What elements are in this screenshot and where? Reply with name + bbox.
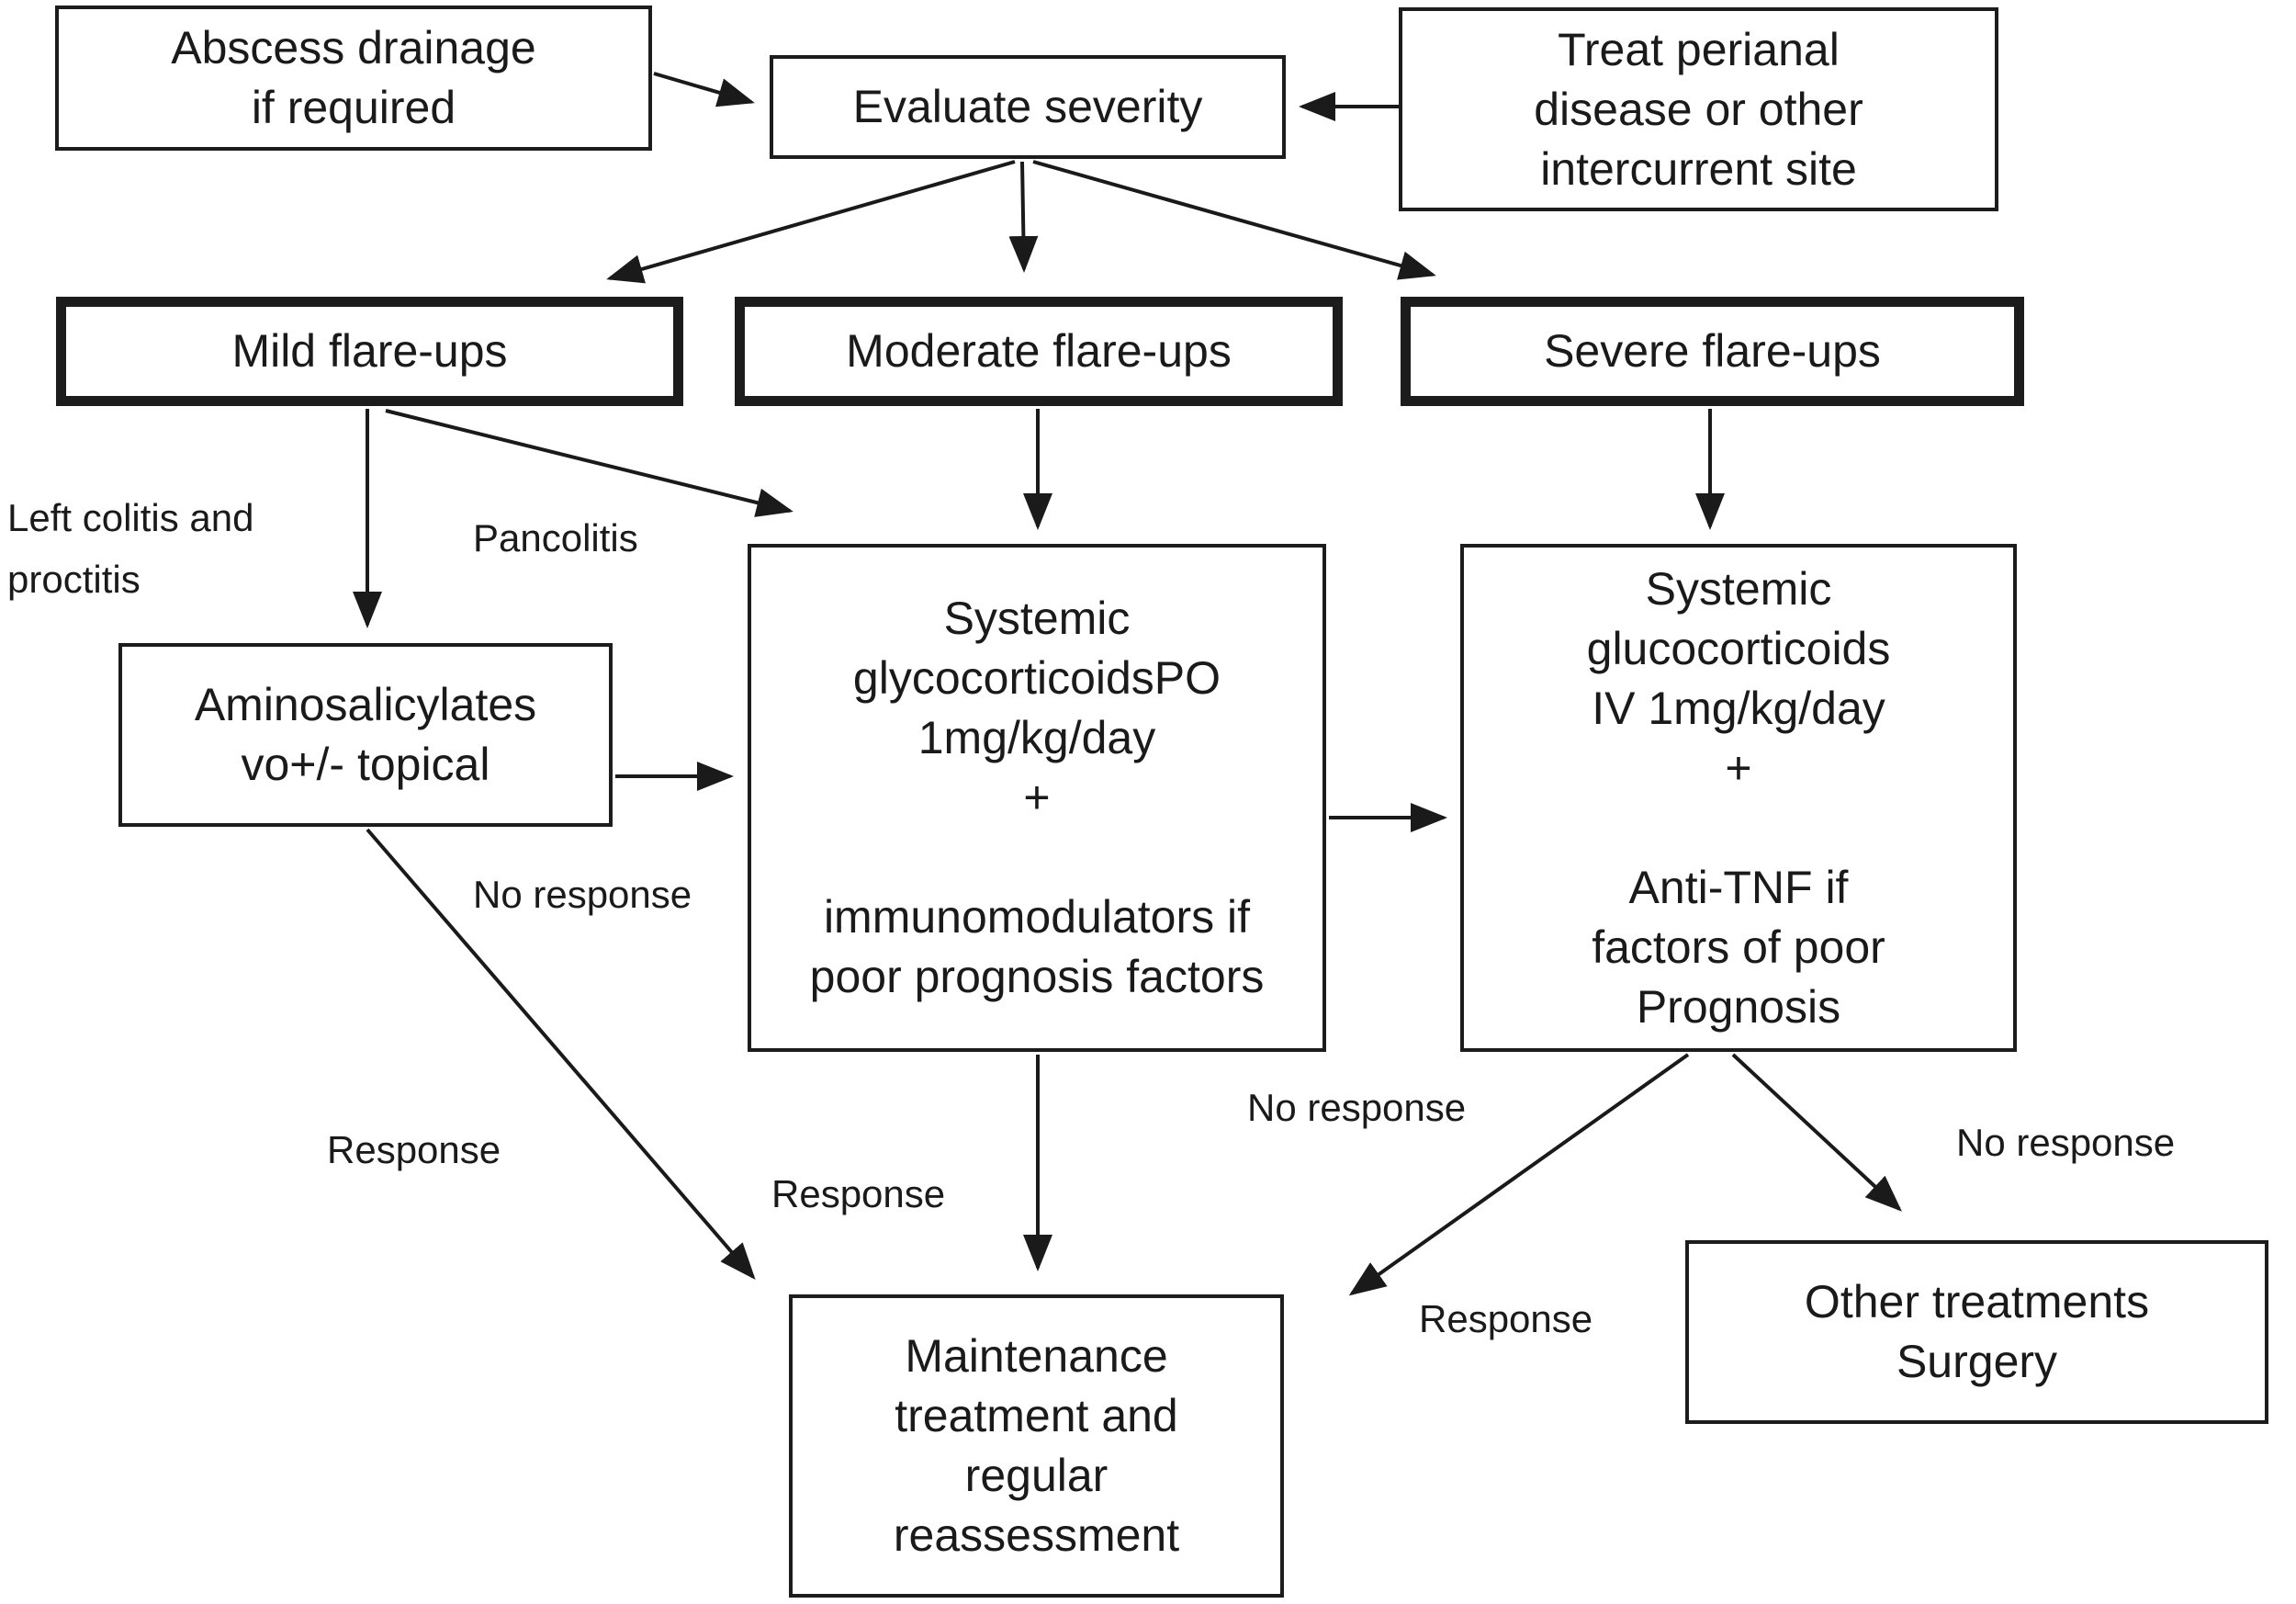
node-severe-flare-ups-label: Severe flare-ups (1544, 325, 1881, 377)
arrow-iv-to-other (1731, 1053, 1902, 1212)
node-systemic-glucocorticoids-po-label: Systemic glycocorticoidsPO 1mg/kg/day + … (809, 593, 1265, 1002)
arrow-evaluate-to-moderate (1008, 161, 1039, 273)
arrow-abscess-to-evaluate (653, 72, 755, 107)
node-maintenance-label: Maintenance treatment and regular reasse… (893, 1330, 1180, 1561)
label-pancolitis: Pancolitis (473, 516, 638, 559)
node-evaluate-severity: Evaluate severity (770, 55, 1286, 159)
arrow-mild-pancolitis-to-po (385, 409, 793, 517)
label-response-mild: Response (327, 1128, 501, 1171)
node-abscess-drainage-label: Abscess drainage if required (171, 22, 536, 133)
arrow-evaluate-to-mild (606, 160, 1016, 284)
node-systemic-glucocorticoids-iv-label: Systemic glucocorticoids IV 1mg/kg/day +… (1586, 562, 1891, 1033)
node-systemic-glucocorticoids-iv: Systemic glucocorticoids IV 1mg/kg/day +… (1460, 544, 2017, 1052)
label-response-severe: Response (1419, 1297, 1593, 1340)
node-other-treatments: Other treatments Surgery (1685, 1240, 2268, 1424)
label-response-moderate: Response (771, 1172, 946, 1215)
node-moderate-flare-ups: Moderate flare-ups (735, 297, 1343, 406)
node-mild-flare-ups: Mild flare-ups (56, 297, 683, 406)
arrow-amino-to-maintenance (366, 828, 756, 1281)
node-systemic-glucocorticoids-po: Systemic glycocorticoidsPO 1mg/kg/day + … (748, 544, 1326, 1052)
label-no-response-mild: No response (473, 873, 692, 916)
node-treat-perianal-label: Treat perianal disease or other intercur… (1534, 23, 1863, 195)
node-aminosalicylates: Aminosalicylates vo+/- topical (118, 643, 613, 827)
arrow-iv-response-left (1348, 1053, 1690, 1296)
node-mild-flare-ups-label: Mild flare-ups (231, 325, 508, 377)
node-moderate-flare-ups-label: Moderate flare-ups (846, 325, 1232, 377)
label-left-colitis-proctitis: Left colitis and proctitis (7, 496, 254, 602)
node-evaluate-severity-label: Evaluate severity (852, 81, 1203, 132)
node-maintenance: Maintenance treatment and regular reasse… (789, 1294, 1284, 1598)
label-no-response-severe: No response (1956, 1121, 2176, 1164)
label-no-response-moderate: No response (1247, 1086, 1467, 1129)
arrow-evaluate-to-severe (1032, 160, 1436, 280)
node-abscess-drainage: Abscess drainage if required (55, 6, 652, 151)
node-aminosalicylates-label: Aminosalicylates vo+/- topical (194, 679, 537, 790)
node-other-treatments-label: Other treatments Surgery (1804, 1276, 2150, 1387)
node-treat-perianal: Treat perianal disease or other intercur… (1399, 7, 1998, 211)
node-severe-flare-ups: Severe flare-ups (1401, 297, 2024, 406)
